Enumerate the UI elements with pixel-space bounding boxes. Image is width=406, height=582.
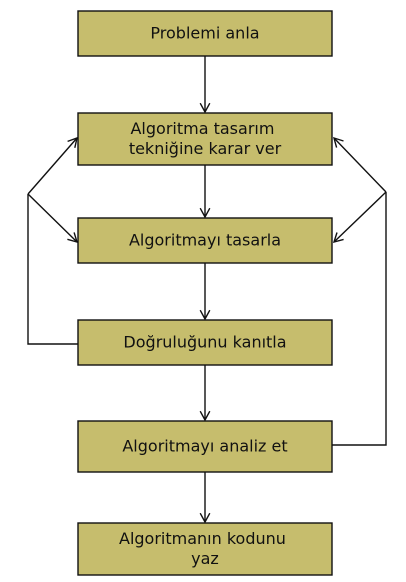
- arrow-technique-to-design-arrowhead: [199, 207, 211, 219]
- svg-text:Algoritmayı analiz et: Algoritmayı analiz et: [122, 436, 287, 455]
- loop-left-to-design-arrowhead: [67, 232, 79, 244]
- svg-text:Algoritmanın kodunu ya: Algoritmanın kodunu yaz: [119, 529, 291, 568]
- step-design-algorithm-label: Algoritmayı tasarla: [129, 230, 281, 249]
- loop-left-trunk: [27, 194, 78, 345]
- step-choose-technique: Algoritma tasarım tekniğine karar ver: [77, 112, 333, 166]
- arrow-understand-to-technique-arrowhead: [199, 102, 211, 114]
- step-understand-problem: Problemi anla: [77, 10, 333, 57]
- loop-right-to-design-arrowhead: [332, 232, 344, 244]
- svg-text:Doğruluğunu kanıtla: Doğruluğunu kanıtla: [123, 332, 286, 351]
- step-prove-correctness: Doğruluğunu kanıtla: [77, 319, 333, 366]
- loop-right-to-technique: [333, 137, 387, 193]
- step-code-algorithm: Algoritmanın kodunu yaz: [77, 522, 333, 576]
- loop-left-to-technique-arrowhead: [67, 136, 78, 148]
- arrow-prove-to-analyze-arrowhead: [199, 410, 211, 422]
- step-code-algorithm-label-line2: yaz: [191, 549, 219, 568]
- loop-right-to-technique-arrowhead: [332, 136, 344, 148]
- svg-text:Algoritma tasarım tekn: Algoritma tasarım tekniğine karar ver: [129, 119, 282, 158]
- arrow-design-to-prove-arrowhead: [199, 309, 211, 321]
- loop-right-trunk: [332, 192, 387, 446]
- step-code-algorithm-label-line1: Algoritmanın kodunu: [119, 529, 286, 548]
- step-design-algorithm: Algoritmayı tasarla: [77, 217, 333, 264]
- step-choose-technique-label-line1: Algoritma tasarım: [130, 119, 274, 138]
- svg-text:Algoritmayı tasarla: Algoritmayı tasarla: [129, 230, 281, 249]
- step-analyze-algorithm-label: Algoritmayı analiz et: [122, 436, 287, 455]
- connectors: [27, 56, 387, 524]
- svg-text:Problemi anla: Problemi anla: [150, 23, 259, 42]
- loop-left-to-design: [27, 193, 78, 243]
- arrow-analyze-to-code-arrowhead: [199, 512, 211, 524]
- steps: Problemi anla Algoritma tasarım tekniğin…: [77, 10, 333, 576]
- step-understand-problem-label: Problemi anla: [150, 23, 259, 42]
- step-analyze-algorithm: Algoritmayı analiz et: [77, 420, 333, 473]
- loop-left-to-technique: [27, 137, 78, 195]
- loop-right-to-design: [333, 191, 387, 243]
- step-choose-technique-label-line2: tekniğine karar ver: [129, 139, 282, 158]
- step-prove-correctness-label: Doğruluğunu kanıtla: [123, 332, 286, 351]
